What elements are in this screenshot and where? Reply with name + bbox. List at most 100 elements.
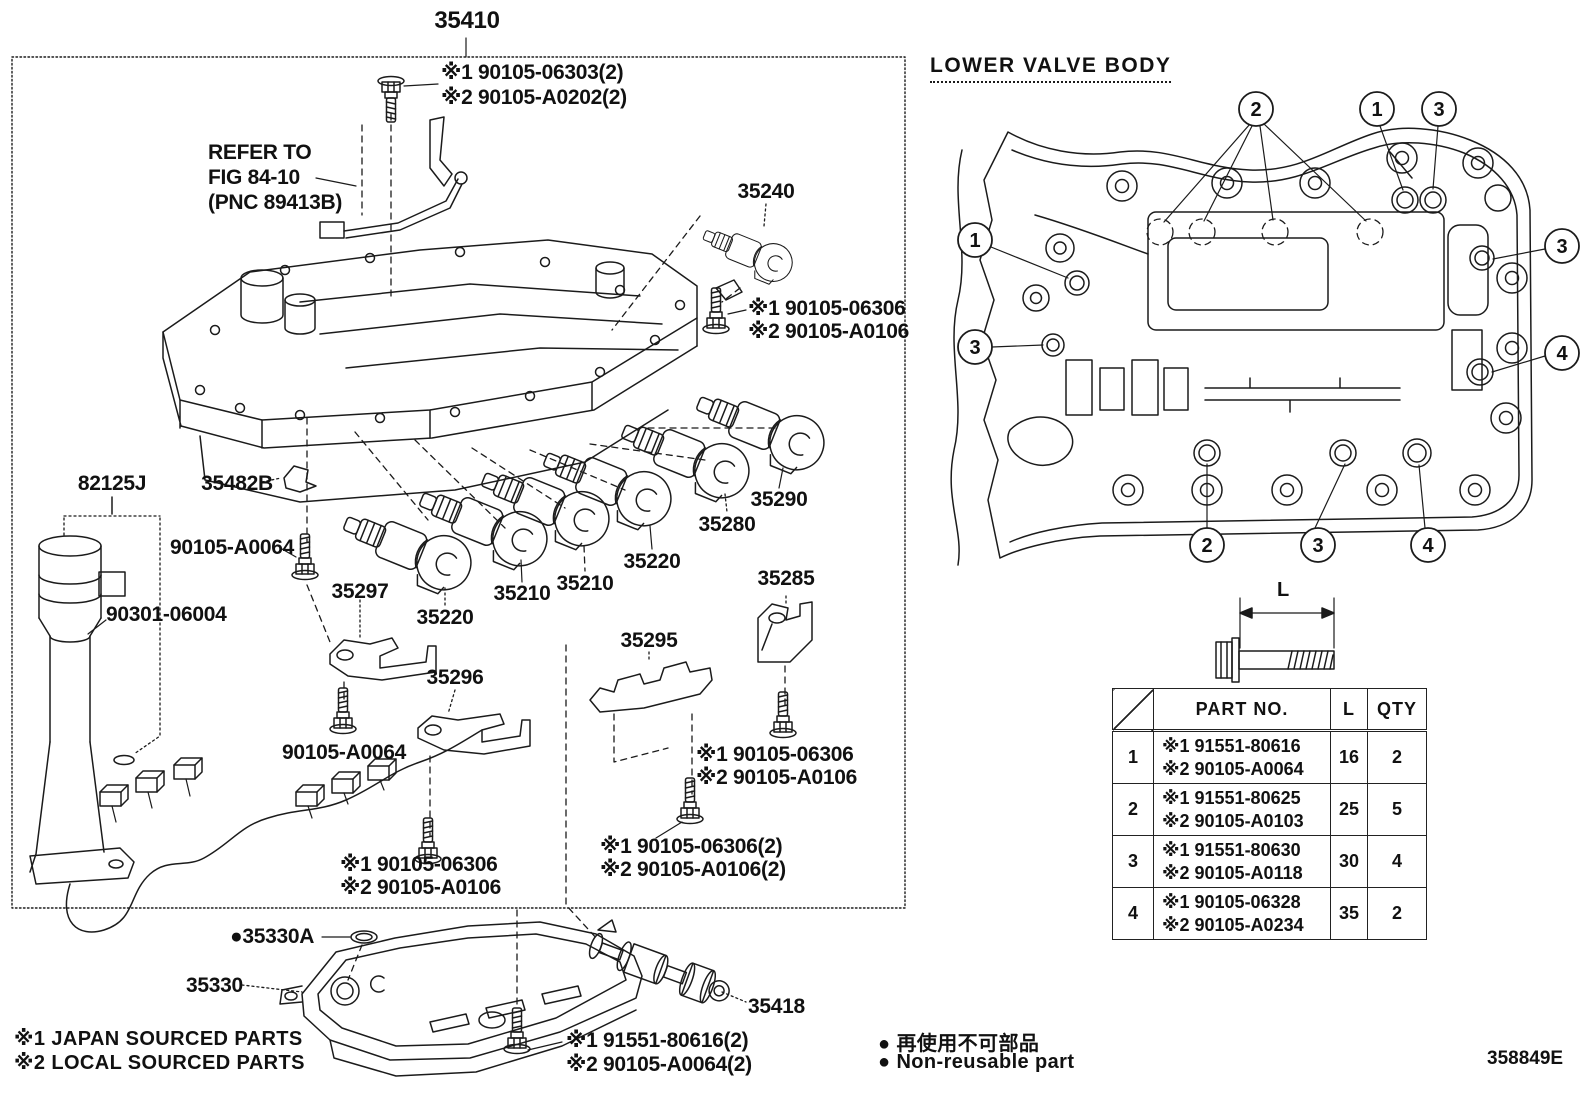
callout-2-top: 2 <box>1238 91 1274 127</box>
qty-value: 2 <box>1367 730 1427 784</box>
part-label-35210-mid: 35210 <box>556 572 614 595</box>
lower-valve-body <box>950 123 1546 566</box>
fastener-note-35296-1: ※1 90105-06306 <box>340 853 498 876</box>
part-label-90105-a0064-lower: 90105-A0064 <box>282 741 406 764</box>
part-label-35295: 35295 <box>620 629 678 652</box>
main-box <box>11 37 906 909</box>
callout-leaders <box>990 123 1546 529</box>
section-title: LOWER VALVE BODY <box>930 54 1172 83</box>
part-label-82125j: 82125J <box>77 472 147 495</box>
gasket-bolt-holes <box>1022 142 1528 506</box>
table-header-l: L <box>1330 688 1368 732</box>
figure-code: 358849E <box>1487 1048 1564 1069</box>
callout-3-top: 3 <box>1421 91 1457 127</box>
svg-text:3: 3 <box>1433 99 1444 121</box>
fastener-note-35240-1: ※1 90105-06306 <box>748 297 906 320</box>
length-value: 30 <box>1330 835 1368 888</box>
solenoid-35240 <box>695 203 799 335</box>
part-label-35410: 35410 <box>434 7 500 34</box>
callout-2-bottom: 2 <box>1189 527 1225 563</box>
solenoid-leader-lines <box>354 215 779 529</box>
oil-temperature-sensor <box>29 496 483 933</box>
harness-connector <box>99 784 129 807</box>
svg-text:1: 1 <box>1371 99 1382 121</box>
legend-nonreusable-en: ● Non-reusable part <box>878 1051 1075 1073</box>
fastener-note-35295-2: ※2 90105-A0106(2) <box>600 858 786 881</box>
svg-text:3: 3 <box>1556 236 1567 258</box>
shift-solenoids <box>333 377 833 607</box>
bolt-glyph-35285 <box>769 691 797 739</box>
part-label-35220-right: 35220 <box>623 550 681 573</box>
refer-note-line2: FIG 84-10 <box>208 166 300 189</box>
qty-value: 2 <box>1367 887 1427 940</box>
oil-strainer <box>241 919 643 1077</box>
part-label-35297: 35297 <box>331 580 389 603</box>
construction-lines <box>516 644 599 1006</box>
row-index: 2 <box>1112 783 1154 836</box>
bolt-glyph-top <box>377 75 439 301</box>
solenoid-35210-left <box>409 473 556 579</box>
callout-3-bottom: 3 <box>1300 527 1336 563</box>
upper-valve-body <box>162 239 698 503</box>
callout-1-left: 1 <box>957 222 993 258</box>
svg-text:4: 4 <box>1422 535 1434 557</box>
callout-4-right: 4 <box>1544 335 1580 371</box>
part-label-35280: 35280 <box>698 513 756 536</box>
refer-note-line3: (PNC 89413B) <box>208 191 343 214</box>
svg-text:1: 1 <box>969 230 980 252</box>
callout-3-left: 3 <box>957 329 993 365</box>
part-label-35482b: 35482B <box>201 472 273 495</box>
part-label-35285: 35285 <box>757 567 815 590</box>
bolt-length-table: PART NO. L QTY 1 ※1 91551-80616※2 90105-… <box>1112 688 1427 940</box>
harness-connector <box>331 771 361 794</box>
callout-3-right: 3 <box>1544 228 1580 264</box>
harness-connector <box>135 770 165 793</box>
table-header-partno: PART NO. <box>1153 688 1331 732</box>
bracket-35296 <box>417 689 531 837</box>
row-index: 3 <box>1112 835 1154 888</box>
table-row: 2 ※1 91551-80625※2 90105-A0103 25 5 <box>1112 783 1427 836</box>
length-value: 16 <box>1330 730 1368 784</box>
table-row: 3 ※1 91551-80630※2 90105-A0118 30 4 <box>1112 835 1427 888</box>
fastener-note-35240-2: ※2 90105-A0106 <box>748 320 910 343</box>
clamp-35285 <box>757 595 813 707</box>
part-label-35240: 35240 <box>737 180 795 203</box>
qty-value: 4 <box>1367 835 1427 888</box>
part-label-35296: 35296 <box>426 666 484 689</box>
part-label-90301-06004: 90301-06004 <box>106 603 227 626</box>
harness-connector <box>295 784 325 807</box>
fastener-note-35285-1: ※1 90105-06306 <box>696 743 854 766</box>
qty-value: 5 <box>1367 783 1427 836</box>
svg-text:3: 3 <box>1312 535 1323 557</box>
table-header-qty: QTY <box>1367 688 1427 732</box>
bolt-glyph-35295 <box>655 777 704 839</box>
part-numbers: ※1 91551-80625※2 90105-A0103 <box>1153 783 1331 836</box>
row-index: 1 <box>1112 730 1154 784</box>
svg-text:2: 2 <box>1201 535 1212 557</box>
svg-text:2: 2 <box>1250 99 1261 121</box>
non-reusable-bullet-icon: ● <box>230 925 243 948</box>
bolt-glyph-35240 <box>702 287 730 335</box>
part-label-35330a: ●35330A <box>230 925 315 948</box>
fastener-note-strainer-1: ※1 91551-80616(2) <box>566 1029 749 1052</box>
refer-note-line1: REFER TO <box>208 141 312 164</box>
legend-nonreusable-jp: ● 再使用不可部品 <box>878 1033 1040 1055</box>
bolt-glyph-strainer <box>503 1007 563 1055</box>
fastener-note-35285-2: ※2 90105-A0106 <box>696 766 858 789</box>
non-reusable-bullet-icon: ● <box>878 1033 891 1055</box>
length-value: 35 <box>1330 887 1368 940</box>
part-label-35330: 35330 <box>186 974 243 997</box>
part-numbers: ※1 90105-06328※2 90105-A0234 <box>1153 887 1331 940</box>
table-row: 4 ※1 90105-06328※2 90105-A0234 35 2 <box>1112 887 1427 940</box>
bolt-position-bores <box>1041 186 1495 468</box>
non-reusable-bullet-icon: ● <box>878 1051 891 1073</box>
solenoid-35280 <box>611 405 758 511</box>
bolt-length-diagram <box>1215 597 1335 683</box>
callout-1-top: 1 <box>1359 91 1395 127</box>
clip-35482b <box>261 417 331 643</box>
part-label-90105-a0064-upper: 90105-A0064 <box>170 536 294 559</box>
part-label-35210-left: 35210 <box>493 582 551 605</box>
fastener-note-top-1: ※1 90105-06303(2) <box>441 61 624 84</box>
